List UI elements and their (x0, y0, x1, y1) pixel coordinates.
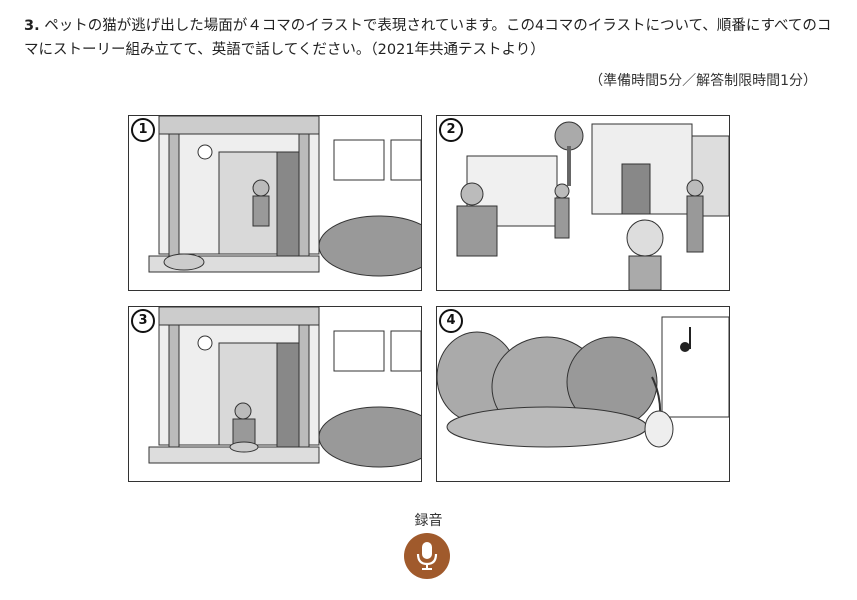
question-body: ペットの猫が逃げ出した場面が４コマのイラストで表現されています。この4コマのイラ… (24, 18, 832, 58)
panel-number-badge: 3 (131, 309, 155, 333)
panel-3-illustration (148, 307, 421, 468)
comic-panel-4: 4 (436, 306, 730, 482)
record-button[interactable] (404, 533, 450, 579)
question-number: 3. (24, 18, 40, 34)
comic-panel-2: 2 (436, 115, 730, 291)
microphone-icon (416, 542, 438, 570)
panel-1-illustration (148, 116, 421, 277)
panel-4-illustration (437, 316, 729, 448)
panel-number-badge: 4 (439, 309, 463, 333)
panel-number-badge: 2 (439, 118, 463, 142)
question-text: 3. ペットの猫が逃げ出した場面が４コマのイラストで表現されています。この4コマ… (24, 14, 834, 62)
panel-2-illustration (456, 121, 729, 290)
panel-number-badge: 1 (131, 118, 155, 142)
comic-panel-3: 3 (128, 306, 422, 482)
comic-panel-1: 1 (128, 115, 422, 291)
record-label: 録音 (414, 513, 443, 529)
timing-note: （準備時間5分／解答制限時間1分） (589, 73, 817, 89)
